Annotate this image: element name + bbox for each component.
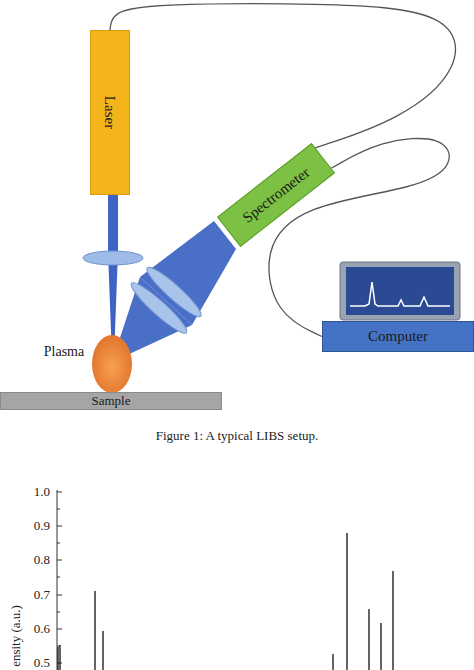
tick-mark bbox=[57, 492, 62, 493]
minor-tick bbox=[57, 543, 60, 544]
spectrometer-box: Spectrometer bbox=[217, 143, 335, 247]
sample-bar: Sample bbox=[0, 392, 222, 410]
tick-label: 0.5 bbox=[34, 655, 50, 670]
emission-line bbox=[368, 609, 369, 670]
figure-caption: Figure 1: A typical LIBS setup. bbox=[0, 428, 474, 444]
monitor-frame bbox=[340, 262, 460, 320]
node-label: Computer bbox=[368, 328, 428, 345]
plasma-label: Plasma bbox=[36, 342, 92, 362]
spectrum-lines bbox=[58, 533, 393, 670]
tick-label: 1.0 bbox=[34, 484, 50, 500]
collection-lens bbox=[143, 263, 206, 322]
emission-line bbox=[59, 645, 60, 670]
tick-mark bbox=[57, 560, 62, 561]
emission-line bbox=[102, 631, 103, 670]
tick-label: 0.7 bbox=[34, 587, 50, 603]
tick-mark bbox=[57, 629, 62, 630]
screen-spectrum bbox=[350, 282, 450, 306]
y-axis bbox=[57, 490, 58, 670]
emission-line bbox=[392, 571, 393, 670]
plasma-plume bbox=[92, 335, 132, 393]
monitor-screen bbox=[346, 267, 454, 315]
laser-beam bbox=[108, 195, 118, 345]
node-label: Laser bbox=[102, 96, 119, 129]
laser-box: Laser bbox=[90, 30, 130, 195]
fiber-cable bbox=[110, 4, 455, 148]
y-ticks bbox=[57, 492, 62, 670]
node-label: Spectrometer bbox=[239, 164, 312, 227]
node-label: Plasma bbox=[44, 344, 84, 360]
computer-box: Computer bbox=[322, 321, 474, 352]
emission-line bbox=[346, 533, 347, 670]
tick-mark bbox=[57, 595, 62, 596]
focusing-lens bbox=[83, 251, 143, 265]
tick-mark bbox=[57, 526, 62, 527]
minor-tick bbox=[57, 577, 60, 578]
tick-label: 0.9 bbox=[34, 518, 50, 534]
tick-label: 0.8 bbox=[34, 552, 50, 568]
tick-label: 0.6 bbox=[34, 621, 50, 637]
minor-tick bbox=[57, 612, 60, 613]
axis-title: ensity (a.u.) bbox=[8, 605, 24, 667]
minor-tick bbox=[57, 509, 60, 510]
node-label: Sample bbox=[92, 393, 131, 409]
emission-line bbox=[94, 591, 95, 670]
emission-line bbox=[380, 623, 381, 670]
emission-line bbox=[332, 654, 333, 670]
emission-line bbox=[57, 647, 58, 670]
